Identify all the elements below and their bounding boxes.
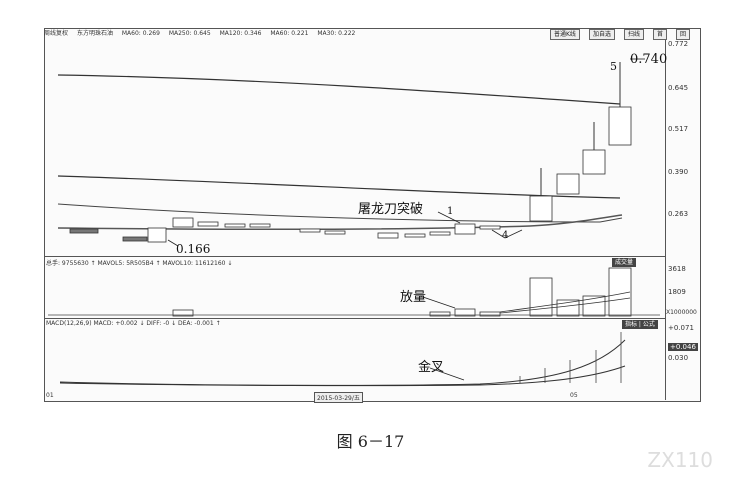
volume-badge[interactable]: 成交量: [612, 258, 637, 267]
price-tick-5: 0.263: [668, 210, 689, 218]
wave-4-label: 4: [502, 230, 509, 241]
figure-caption: 图 6－17: [336, 432, 405, 451]
x-label-end: 05: [570, 392, 578, 399]
ma250-value: MA250: 0.645: [168, 30, 211, 37]
macd-tick-1: +0.071: [668, 324, 694, 332]
indicator-toolbar: 周线复权 东方明珠石油 MA60: 0.269 MA250: 0.645 MA1…: [44, 28, 699, 40]
ma30-value: MA30: 0.222: [317, 30, 356, 37]
golden-cross-label: 金叉: [418, 360, 445, 375]
volume-tick-2: 1809: [668, 288, 686, 296]
volume-increase-label: 放量: [400, 290, 427, 305]
add-watchlist-button[interactable]: 加自选: [588, 29, 615, 40]
panel-separator-macd: [44, 318, 666, 319]
x-label-cursor-date: 2015-03-29/五: [314, 392, 363, 403]
period-label[interactable]: 周线复权: [44, 30, 69, 37]
panel-separator-volume: [44, 256, 666, 257]
stock-name: 东方明珠石油: [76, 30, 113, 37]
price-tick-1: 0.772: [668, 40, 689, 48]
ma60-value: MA60: 0.221: [270, 30, 309, 37]
chart-frame: [44, 28, 701, 402]
scan-button[interactable]: 扫线: [623, 29, 644, 40]
toolbar-buttons: 普通K线 加自选 扫线 首 回: [550, 29, 697, 40]
price-tick-4: 0.390: [668, 168, 689, 176]
chart-type-select[interactable]: 普通K线: [550, 29, 580, 40]
high-price-label: 0.740: [630, 52, 668, 67]
wave-1-label: 1: [447, 206, 454, 217]
breakout-label: 屠龙刀突破: [358, 202, 424, 217]
volume-unit: X1000000: [666, 309, 697, 316]
price-axis-line: [665, 28, 666, 400]
watermark: ZX110: [647, 448, 713, 472]
wave-5-label: 5: [610, 60, 617, 73]
macd-badge[interactable]: 指标 | 公式: [622, 320, 658, 329]
volume-header: 总手: 9755630 ↑ MAVOL5: 5R505B4 ↑ MAVOL10:…: [46, 260, 233, 267]
low-price-label: 0.166: [176, 242, 211, 256]
price-tick-2: 0.645: [668, 84, 689, 92]
macd-tick-2: 0.030: [668, 354, 689, 362]
ma120-value: MA120: 0.346: [219, 30, 262, 37]
x-label-start: 01: [46, 392, 54, 399]
macd-current-value: +0.046: [668, 343, 698, 351]
back-button[interactable]: 回: [675, 29, 690, 40]
ma5-value: MA60: 0.269: [121, 30, 160, 37]
price-tick-3: 0.517: [668, 125, 689, 133]
first-button[interactable]: 首: [652, 29, 667, 40]
macd-header: MACD(12,26,9) MACD: +0.002 ↓ DIFF: -0 ↓ …: [46, 320, 221, 327]
volume-tick-1: 3618: [668, 265, 686, 273]
